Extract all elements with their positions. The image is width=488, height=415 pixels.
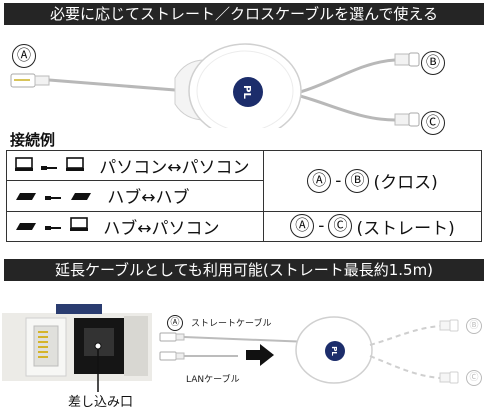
- lan-cable-label: LANケーブル: [186, 375, 240, 385]
- marker-c: Ⓒ: [328, 214, 353, 239]
- port-label: 差し込み口: [68, 395, 134, 410]
- connection-label: ハブ↔パソコン: [103, 218, 220, 239]
- cross-cell: Ⓐ - Ⓑ (クロス): [263, 150, 482, 212]
- marker-a: Ⓐ: [307, 168, 332, 193]
- hub-icon: [70, 186, 92, 206]
- marker-a: Ⓐ: [12, 44, 36, 68]
- marker-a: Ⓐ: [290, 214, 315, 239]
- connector-icon: [44, 186, 62, 206]
- marker-c: Ⓒ: [421, 111, 445, 135]
- straight-cable-label: ストレートケーブル: [191, 319, 272, 329]
- hub-icon: [15, 186, 37, 206]
- reel-logo-badge: [233, 77, 263, 107]
- lan-port: [74, 318, 124, 374]
- connection-label: ハブ↔ハブ: [107, 188, 190, 209]
- marker-b: Ⓑ: [345, 168, 370, 193]
- arrow-right-icon: [246, 350, 260, 360]
- connection-example-heading: 接続例: [10, 131, 56, 149]
- marker-a: Ⓐ: [167, 315, 183, 331]
- port-panel: [2, 313, 152, 381]
- svg-text:PL: PL: [330, 346, 338, 356]
- reel-logo: PL: [241, 85, 252, 99]
- table-row: ハブ↔ハブ: [6, 180, 482, 212]
- marker-b: Ⓑ: [421, 51, 445, 75]
- extension-banner: 延長ケーブルとしても利用可能(ストレート最長約1.5m): [4, 259, 484, 281]
- rj45-plug-b: [408, 52, 420, 67]
- connector-icon: [44, 216, 62, 236]
- dash: -: [318, 216, 325, 237]
- table-row: ハブ↔パソコン Ⓐ - Ⓒ (ストレート): [6, 210, 482, 243]
- straight-cell: Ⓐ - Ⓒ (ストレート): [263, 210, 482, 243]
- straight-label: (ストレート): [356, 218, 455, 239]
- rj45-plug-c: [408, 112, 420, 127]
- pc-icon: [15, 156, 33, 176]
- reel-cable-illustration: PL: [10, 43, 420, 128]
- connector-icon: [40, 156, 58, 176]
- connection-example-table: パソコン↔パソコン Ⓐ - Ⓑ (クロス) ハブ↔ハブ ハブ↔パソコン: [6, 149, 482, 243]
- feature-banner: 必要に応じてストレート／クロスケーブルを選んで使える: [4, 3, 484, 25]
- hub-icon: [15, 216, 37, 236]
- cable-reel: [295, 316, 373, 384]
- pc-icon: [65, 156, 84, 176]
- marker-b: Ⓑ: [466, 318, 482, 334]
- connection-label: パソコン↔パソコン: [99, 158, 250, 179]
- marker-c: Ⓒ: [466, 370, 482, 386]
- table-row: パソコン↔パソコン Ⓐ - Ⓑ (クロス): [6, 149, 482, 212]
- cross-label: (クロス): [373, 173, 438, 194]
- dash: -: [335, 170, 342, 191]
- pc-icon: [69, 216, 88, 236]
